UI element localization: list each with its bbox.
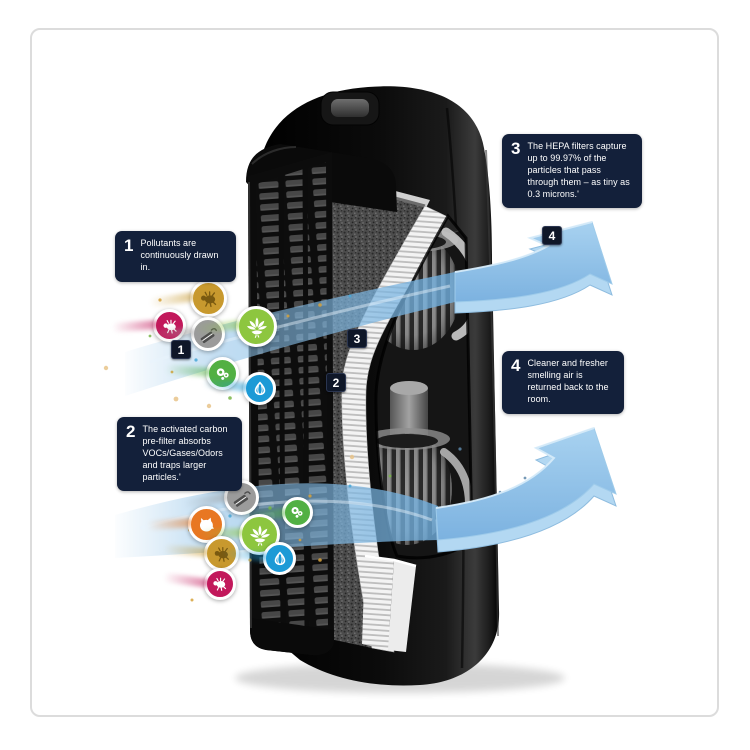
pollen-icon	[239, 514, 280, 555]
callout-2-text: The activated carbon pre-filter absorbs …	[142, 424, 228, 482]
step-marker-4: 4	[542, 226, 562, 245]
callout-1-number: 1	[124, 236, 134, 255]
dust-mite-icon	[204, 568, 236, 600]
callout-3: 3 The HEPA filters capture up to 99.97% …	[502, 134, 642, 209]
outflow-arrow-top	[454, 221, 613, 314]
callout-3-text: The HEPA filters capture up to 99.97% of…	[527, 141, 630, 199]
outflow-arrow-middle	[435, 427, 617, 553]
callout-2-number: 2	[126, 422, 136, 441]
step-marker-3: 3	[347, 329, 367, 348]
callout-1-text: Pollutants are continuously drawn in.	[140, 238, 219, 272]
hepa-filter-bottom-block	[362, 554, 417, 652]
callout-2: 2 The activated carbon pre-filter absorb…	[117, 417, 242, 492]
mold-spores-icon	[282, 497, 313, 528]
step-marker-2: 2	[326, 373, 346, 392]
odor-icon	[263, 542, 296, 575]
callout-4-number: 4	[511, 356, 521, 375]
callout-3-number: 3	[511, 139, 521, 158]
callout-4: 4 Cleaner and fresher smelling air is re…	[502, 351, 624, 414]
step-marker-1: 1	[171, 340, 191, 359]
pollen-icon	[236, 306, 277, 347]
dust-mite-icon	[190, 280, 227, 317]
carry-handle	[320, 91, 380, 126]
callout-4-text: Cleaner and fresher smelling air is retu…	[527, 358, 609, 404]
odor-icon	[243, 372, 276, 405]
callout-1: 1 Pollutants are continuously drawn in.	[115, 231, 236, 282]
